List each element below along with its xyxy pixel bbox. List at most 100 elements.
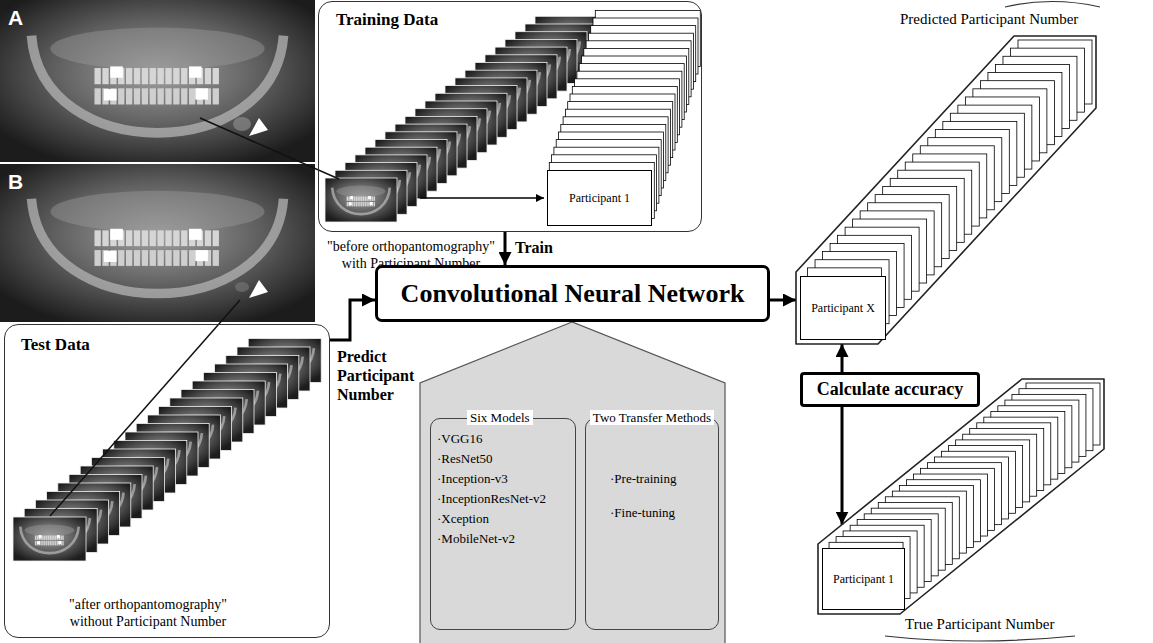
illustration-part [365,196,366,200]
stack-group: Predicted Participant NumberParticipant … [796,36,1096,344]
illustration-part [189,88,195,104]
illustration-part [361,196,362,200]
illustration-part [150,68,156,84]
illustration-part [165,88,171,104]
illustration-part [95,230,101,246]
list-item: ·InceptionResNet-v2 [437,491,546,507]
illustration-part [354,202,355,206]
group-title: Predicted Participant Number [900,10,1078,28]
list-item: ·Inception-v3 [437,471,508,487]
connector-arrow [770,299,796,302]
illustration-part [35,541,36,545]
illustration-part [158,88,164,104]
illustration-part [150,230,156,246]
illustration-part [102,68,108,84]
illustration-part [370,202,373,205]
illustration-part [51,541,52,545]
illustration-part [213,250,219,266]
illustration-part [53,541,54,545]
illustration-part [173,88,179,104]
illustration-part [39,535,42,538]
illustration-part [126,250,132,266]
list-item: ·Fine-tuning [610,505,675,521]
illustration-part [42,541,43,545]
illustration-part [126,68,132,84]
illustration-part [95,250,101,266]
illustration-part [60,535,61,539]
page-label: Participant 1 [833,572,894,586]
illustration-part [366,196,367,200]
illustration-part [366,202,367,206]
illustration-part [352,202,353,206]
list-item: ·MobileNet-v2 [437,531,515,547]
illustration-part [104,251,117,262]
illustration-part [173,230,179,246]
illustration-part [104,89,117,100]
illustration-part [62,541,63,545]
illustration-part [118,88,124,104]
list-item: ·ResNet50 [437,451,493,467]
illustration-part [368,196,371,199]
illustration-part [350,196,353,199]
stack-group: True Participant NumberParticipant 1 [818,379,1104,614]
process-label: Calculate accuracy [817,379,963,401]
illustration-part [48,541,49,545]
illustration-part [150,250,156,266]
connector-arrow [841,344,844,372]
process-box: Convolutional Neural Network [375,265,770,322]
list-item: ·VGG16 [437,431,483,447]
illustration-part [25,524,75,535]
connector-arrow [504,232,507,265]
illustration-part [356,196,357,200]
illustration-part [53,535,54,539]
list-item: ·Xception [437,511,489,527]
illustration-part [48,535,49,539]
illustration-part [173,250,179,266]
illustration-part [365,202,366,206]
list-title: Two Transfer Methods [590,410,714,426]
illustration-part [142,230,148,246]
group-outline [796,36,1096,344]
illustration-part [46,535,47,539]
arrowhead-marker [249,280,268,298]
panel-letter: A [8,5,23,30]
illustration-part [361,202,362,206]
group-box: Training Data"before orthopantomography"… [318,1,702,232]
illustration-part [142,88,148,104]
arrowhead-marker [249,118,268,136]
illustration-part [134,230,140,246]
group-title: Training Data [336,10,438,30]
illustration-part [356,202,357,206]
illustration-part [95,68,101,84]
illustration-part [102,230,108,246]
edge-label: Train [514,238,554,257]
illustration-part [213,230,219,246]
illustration-part [55,535,56,539]
illustration-part [354,196,355,200]
illustration-part [158,68,164,84]
illustration-part [51,535,52,539]
group-title: True Participant Number [905,615,1054,633]
illustration-part [325,178,397,222]
group-box: Test Data"after orthopantomography" with… [4,324,330,638]
illustration-part [347,202,348,206]
illustration-part [165,250,171,266]
illustration-part [357,202,358,206]
illustration-part [37,535,38,539]
illustration-part [110,66,123,77]
illustration-part [126,230,132,246]
illustration-part [37,541,40,544]
illustration-part [44,535,45,539]
illustration-part [134,88,140,104]
illustration-part [181,250,187,266]
bracket [1005,2,1100,8]
illustration-part [44,541,45,545]
illustration-part [118,250,124,266]
illustration-part [134,68,140,84]
illustration-part [235,282,249,292]
illustration-part [62,535,63,539]
illustration-part [46,541,47,545]
page-box: Participant X [800,276,886,340]
illustration-part [195,88,208,99]
